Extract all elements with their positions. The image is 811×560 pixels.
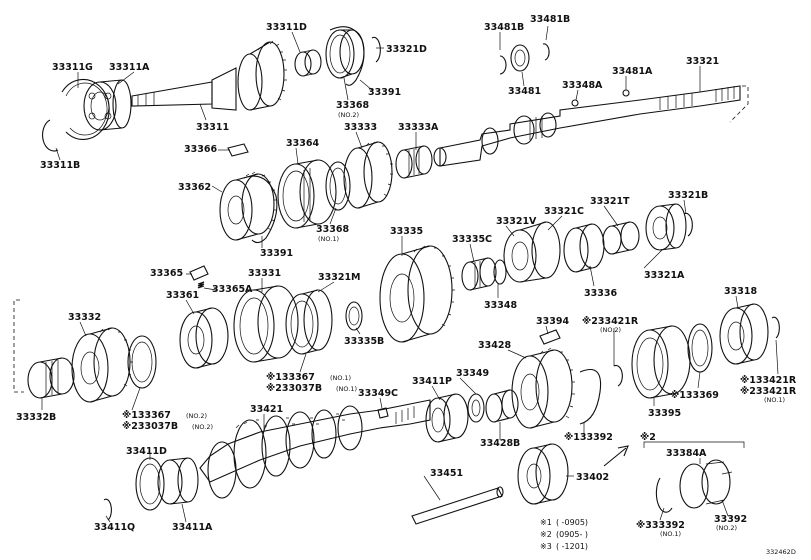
label-133369[interactable]: ※133369 xyxy=(670,390,719,401)
qualifier-333392-no1: (NO.1) xyxy=(660,530,681,538)
counter-gear-group xyxy=(13,299,157,403)
label-33368-mid[interactable]: 33368 xyxy=(316,224,349,235)
label-33321m[interactable]: 33321M xyxy=(318,272,361,283)
label-33348a[interactable]: 33348A xyxy=(562,80,603,91)
label-33365[interactable]: 33365 xyxy=(150,268,183,279)
label-33332[interactable]: 33332 xyxy=(68,312,101,323)
label-33481b-left[interactable]: 33481B xyxy=(484,22,524,33)
label-33411a[interactable]: 33411A xyxy=(172,522,213,533)
label-33384a[interactable]: 33384A xyxy=(666,448,707,459)
label-33349c[interactable]: 33349C xyxy=(358,388,398,399)
label-33335[interactable]: 33335 xyxy=(390,226,423,237)
label-33481b-right[interactable]: 33481B xyxy=(530,14,570,25)
label-33411p[interactable]: 33411P xyxy=(412,376,452,387)
label-33391-mid[interactable]: 33391 xyxy=(260,248,293,259)
footnote-2-mark: ※2 xyxy=(540,530,552,539)
label-33364[interactable]: 33364 xyxy=(286,138,319,149)
label-33411q[interactable]: 33411Q xyxy=(94,522,135,533)
footnote-3-mark: ※3 xyxy=(540,542,552,551)
label-33421[interactable]: 33421 xyxy=(250,404,283,415)
label-33428b[interactable]: 33428B xyxy=(480,438,520,449)
label-33331[interactable]: 33331 xyxy=(248,268,281,279)
label-33333a[interactable]: 33333A xyxy=(398,122,439,133)
qualifier-233037b-no1: (NO.1) xyxy=(336,385,357,393)
gear-row-2 xyxy=(219,141,433,244)
bottom-parts-group xyxy=(103,441,745,525)
label-33332b[interactable]: 33332B xyxy=(16,412,56,423)
label-133421r[interactable]: ※133421R xyxy=(740,375,797,386)
hub-sleeve-group xyxy=(179,265,363,369)
label-33321d[interactable]: 33321D xyxy=(386,44,427,55)
reverse-gear-group xyxy=(425,303,780,443)
label-133392-mid[interactable]: ※133392 xyxy=(564,432,613,443)
cluster-gear-group xyxy=(199,399,431,499)
label-33311g[interactable]: 33311G xyxy=(52,62,93,73)
label-33392-no2[interactable]: 33392 xyxy=(714,514,747,525)
label-33428[interactable]: 33428 xyxy=(478,340,511,351)
label-33321c[interactable]: 33321C xyxy=(544,206,584,217)
footnote-1-mark: ※1 xyxy=(540,518,552,527)
label-33366[interactable]: 33366 xyxy=(184,144,217,155)
label-33362[interactable]: 33362 xyxy=(178,182,211,193)
label-33361[interactable]: 33361 xyxy=(166,290,199,301)
label-33321a[interactable]: 33321A xyxy=(644,270,685,281)
label-33365a[interactable]: 33365A xyxy=(212,284,253,295)
label-33391-top[interactable]: 33391 xyxy=(368,87,401,98)
label-33481a[interactable]: 33481A xyxy=(612,66,653,77)
qualifier-233037b-no2: (NO.2) xyxy=(192,423,213,431)
qualifier-133367-no2: (NO.2) xyxy=(186,412,207,420)
label-33321t[interactable]: 33321T xyxy=(590,196,630,207)
label-233421r-no1[interactable]: ※233421R xyxy=(740,386,797,397)
label-33311d[interactable]: 33311D xyxy=(266,22,307,33)
label-33402[interactable]: 33402 xyxy=(576,472,609,483)
input-shaft-group xyxy=(42,26,381,152)
output-shaft-group xyxy=(433,43,749,167)
label-233037b-no2[interactable]: ※233037B xyxy=(122,421,178,432)
label-333392-no1[interactable]: ※333392 xyxy=(636,520,685,531)
label-33321[interactable]: 33321 xyxy=(686,56,719,67)
part-labels: 33311G 33311A 33311B 33311 33311D 33321D… xyxy=(16,14,797,538)
qualifier-33368-top: (NO.2) xyxy=(338,111,359,119)
label-133367-no1[interactable]: ※133367 xyxy=(266,372,315,383)
diagram-code: 332462D xyxy=(766,548,796,556)
label-33336[interactable]: 33336 xyxy=(584,288,617,299)
label-33481[interactable]: 33481 xyxy=(508,86,541,97)
label-33311a[interactable]: 33311A xyxy=(109,62,150,73)
label-33368-top[interactable]: 33368 xyxy=(336,100,369,111)
label-33335c[interactable]: 33335C xyxy=(452,234,492,245)
label-133367-no2[interactable]: ※133367 xyxy=(122,410,171,421)
group-marker: ※2 xyxy=(640,432,656,443)
label-33451[interactable]: 33451 xyxy=(430,468,463,479)
label-33321b[interactable]: 33321B xyxy=(668,190,708,201)
label-33333[interactable]: 33333 xyxy=(344,122,377,133)
footnote-3-range: ( -1201) xyxy=(556,542,588,551)
qualifier-33392-no2: (NO.2) xyxy=(716,524,737,532)
footnote-2-range: (0905- ) xyxy=(556,530,588,539)
footnote-1-range: ( -0905) xyxy=(556,518,588,527)
label-33395[interactable]: 33395 xyxy=(648,408,681,419)
qualifier-233421r-no2: (NO.2) xyxy=(600,326,621,334)
footnotes: ※1 ( -0905) ※2 (0905- ) ※3 ( -1201) 3324… xyxy=(540,518,796,556)
leader-lines xyxy=(41,25,779,523)
label-233037b-no1[interactable]: ※233037B xyxy=(266,383,322,394)
label-33311[interactable]: 33311 xyxy=(196,122,229,133)
label-33335b[interactable]: 33335B xyxy=(344,336,384,347)
label-33311b[interactable]: 33311B xyxy=(40,160,80,171)
label-33348[interactable]: 33348 xyxy=(484,300,517,311)
label-33318[interactable]: 33318 xyxy=(724,286,757,297)
label-33394[interactable]: 33394 xyxy=(536,316,569,327)
label-33321v[interactable]: 33321V xyxy=(496,216,537,227)
qualifier-33368-mid: (NO.1) xyxy=(318,235,339,243)
label-33411d[interactable]: 33411D xyxy=(126,446,167,457)
label-233421r-no2[interactable]: ※233421R xyxy=(582,316,639,327)
qualifier-233421r-no1: (NO.1) xyxy=(764,396,785,404)
qualifier-133367-no1: (NO.1) xyxy=(330,374,351,382)
label-33349[interactable]: 33349 xyxy=(456,368,489,379)
